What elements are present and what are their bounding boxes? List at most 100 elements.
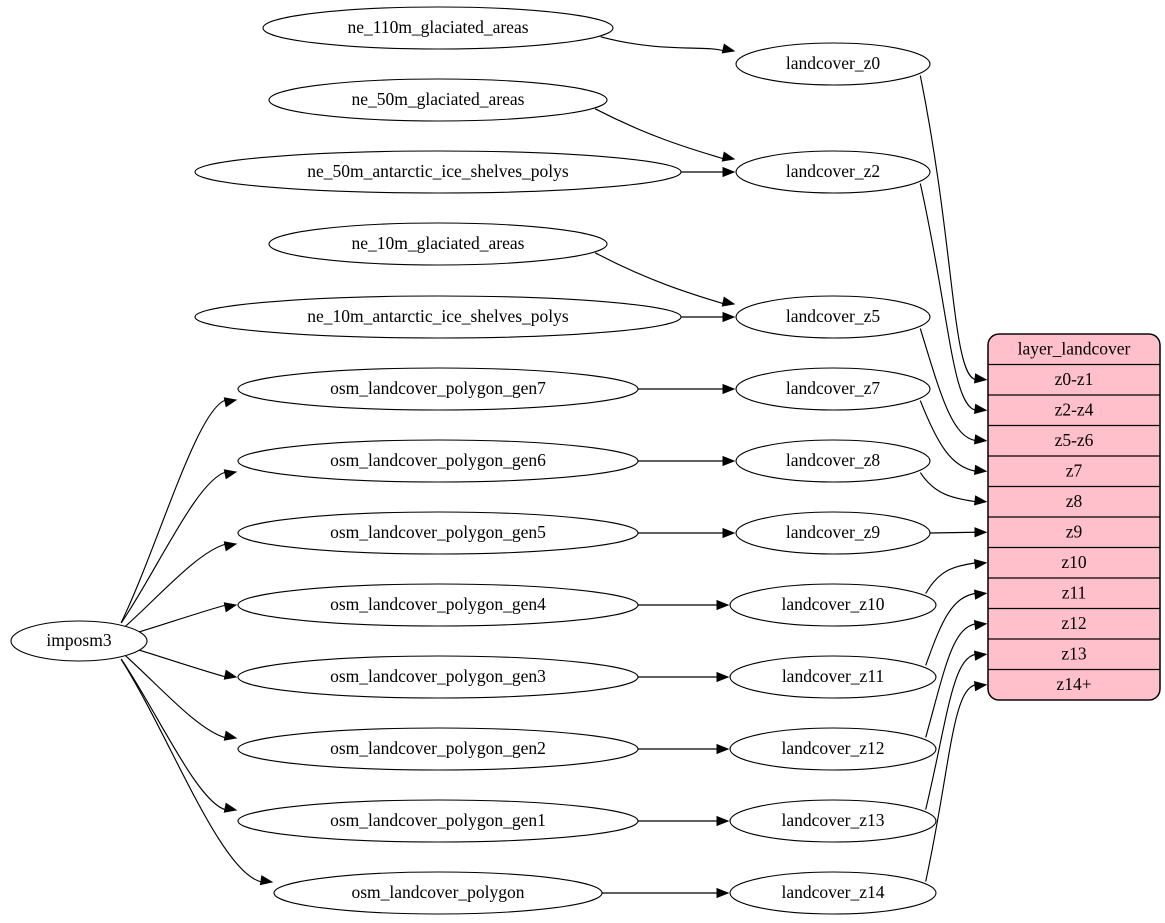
layer-table-row-label-z13[interactable]: z13 xyxy=(1061,643,1087,663)
arrowhead-osm_landcover_polygon_gen6 xyxy=(223,469,238,480)
edge-ne_10m_glaciated_areas-to-landcover_z5 xyxy=(594,252,725,305)
node-ellipse-osm_landcover_polygon_gen7 xyxy=(237,367,639,411)
node-label-landcover_z9: landcover_z9 xyxy=(786,522,881,542)
node-ellipse-landcover_z9 xyxy=(735,511,931,555)
edge-landcover_z8-to-row-4 xyxy=(919,472,977,503)
arrowhead-osm_landcover_polygon_gen2 xyxy=(223,730,238,741)
node-landcover_z8[interactable]: landcover_z8 xyxy=(735,439,931,483)
edge-imposm3-to-osm_landcover_polygon_gen1 xyxy=(120,658,227,811)
node-landcover_z12[interactable]: landcover_z12 xyxy=(729,727,937,771)
node-ellipse-ne_50m_glaciated_areas xyxy=(268,78,608,122)
arrowhead-osm_landcover_polygon-to-landcover_z14 xyxy=(716,887,730,899)
node-osm_landcover_polygon_gen1[interactable]: osm_landcover_polygon_gen1 xyxy=(237,799,639,843)
node-ellipse-ne_110m_glaciated_areas xyxy=(262,6,614,50)
node-landcover_z11[interactable]: landcover_z11 xyxy=(729,655,937,699)
node-ellipse-landcover_z7 xyxy=(735,367,931,411)
arrowhead-ne_10m_glaciated_areas-to-landcover_z5 xyxy=(721,296,736,307)
arrowhead-osm_landcover_polygon_gen1 xyxy=(223,802,238,813)
arrowhead-ne_50m_glaciated_areas-to-landcover_z2 xyxy=(721,151,736,162)
node-ne_50m_antarctic_ice_shelves_polys[interactable]: ne_50m_antarctic_ice_shelves_polys xyxy=(194,150,682,194)
node-ne_110m_glaciated_areas[interactable]: ne_110m_glaciated_areas xyxy=(262,6,614,50)
arrowhead-row-3 xyxy=(973,464,988,476)
layer-landcover-table[interactable]: layer_landcover z0-z1 z2-z4 z5-z6 z7 z8 z9 z10 z… xyxy=(987,333,1161,701)
node-landcover_z9[interactable]: landcover_z9 xyxy=(735,511,931,555)
edge-landcover_z13-to-row-9 xyxy=(925,653,977,810)
node-landcover_z5[interactable]: landcover_z5 xyxy=(735,295,931,339)
node-ellipse-landcover_z12 xyxy=(729,727,937,771)
layer-table-row-label-z11[interactable]: z11 xyxy=(1062,582,1087,602)
node-landcover_z10[interactable]: landcover_z10 xyxy=(729,583,937,627)
arrowhead-osm_landcover_polygon_gen5-to-landcover_z9 xyxy=(722,527,736,539)
node-ne_10m_glaciated_areas[interactable]: ne_10m_glaciated_areas xyxy=(268,222,608,266)
arrowhead-osm_landcover_polygon_gen7 xyxy=(223,397,238,408)
node-osm_landcover_polygon[interactable]: osm_landcover_polygon xyxy=(273,871,603,915)
arrowhead-row-0 xyxy=(973,373,988,384)
node-osm_landcover_polygon_gen5[interactable]: osm_landcover_polygon_gen5 xyxy=(237,511,639,555)
layer-table-row-label-z7[interactable]: z7 xyxy=(1066,460,1083,480)
node-ellipse-osm_landcover_polygon_gen4 xyxy=(237,583,639,627)
edge-ne_50m_glaciated_areas-to-landcover_z2 xyxy=(594,108,725,160)
arrowhead-osm_landcover_polygon_gen7-to-landcover_z7 xyxy=(722,383,736,395)
node-label-landcover_z2: landcover_z2 xyxy=(786,161,880,181)
edge-landcover_z10-to-row-6 xyxy=(925,562,977,594)
node-label-osm_landcover_polygon_gen6: osm_landcover_polygon_gen6 xyxy=(330,450,546,470)
node-landcover_z2[interactable]: landcover_z2 xyxy=(735,150,931,194)
node-landcover_z0[interactable]: landcover_z0 xyxy=(735,42,931,86)
node-landcover_z14[interactable]: landcover_z14 xyxy=(729,871,937,915)
node-ne_50m_glaciated_areas[interactable]: ne_50m_glaciated_areas xyxy=(268,78,608,122)
node-ellipse-osm_landcover_polygon_gen1 xyxy=(237,799,639,843)
layer-table-outline xyxy=(987,333,1161,701)
node-imposm3[interactable]: imposm3 xyxy=(10,620,148,662)
arrowhead-row-6 xyxy=(973,558,988,570)
layer-table-row-label-z12[interactable]: z12 xyxy=(1061,613,1086,633)
node-label-landcover_z5: landcover_z5 xyxy=(786,306,881,326)
node-ne_10m_antarctic_ice_shelves_polys[interactable]: ne_10m_antarctic_ice_shelves_polys xyxy=(194,295,682,339)
edge-landcover_z5-to-row-2 xyxy=(919,328,977,442)
node-ellipse-landcover_z11 xyxy=(729,655,937,699)
node-label-ne_50m_antarctic_ice_shelves_polys: ne_50m_antarctic_ice_shelves_polys xyxy=(307,161,569,181)
node-label-landcover_z12: landcover_z12 xyxy=(781,738,884,758)
node-label-landcover_z7: landcover_z7 xyxy=(786,378,881,398)
layer-table-row-label-z5-z6[interactable]: z5-z6 xyxy=(1055,430,1094,450)
node-osm_landcover_polygon_gen2[interactable]: osm_landcover_polygon_gen2 xyxy=(237,727,639,771)
node-label-osm_landcover_polygon_gen7: osm_landcover_polygon_gen7 xyxy=(330,378,546,398)
nodes-layer: imposm3 ne_110m_glaciated_areas ne_50m_gla… xyxy=(10,6,937,915)
node-label-osm_landcover_polygon_gen4: osm_landcover_polygon_gen4 xyxy=(330,594,546,614)
node-landcover_z7[interactable]: landcover_z7 xyxy=(735,367,931,411)
node-ellipse-landcover_z2 xyxy=(735,150,931,194)
node-osm_landcover_polygon_gen4[interactable]: osm_landcover_polygon_gen4 xyxy=(237,583,639,627)
node-ellipse-imposm3 xyxy=(10,620,148,662)
arrowhead-osm_landcover_polygon_gen2-to-landcover_z12 xyxy=(716,743,730,755)
layer-table-header-label: layer_landcover xyxy=(1018,338,1131,358)
layer-table-row-label-z10[interactable]: z10 xyxy=(1061,552,1087,572)
arrowhead-ne_50m_antarctic_ice_shelves_polys-to-landcover_z2 xyxy=(722,166,736,178)
arrowhead-row-2 xyxy=(973,434,988,445)
node-osm_landcover_polygon_gen3[interactable]: osm_landcover_polygon_gen3 xyxy=(237,655,639,699)
layer-table-row-label-z14+[interactable]: z14+ xyxy=(1056,674,1091,694)
arrowhead-osm_landcover_polygon_gen3-to-landcover_z11 xyxy=(716,671,730,683)
edge-imposm3-to-osm_landcover_polygon_gen5 xyxy=(120,543,227,631)
node-ellipse-osm_landcover_polygon_gen2 xyxy=(237,727,639,771)
layer-table-row-label-z2-z4[interactable]: z2-z4 xyxy=(1055,399,1094,419)
layer-table-row-label-z0-z1[interactable]: z0-z1 xyxy=(1055,369,1094,389)
edge-imposm3-to-osm_landcover_polygon_gen7 xyxy=(120,399,227,623)
edge-landcover_z0-to-row-0 xyxy=(919,75,977,381)
node-label-landcover_z8: landcover_z8 xyxy=(786,450,881,470)
arrowhead-osm_landcover_polygon xyxy=(259,875,274,886)
arrowhead-osm_landcover_polygon_gen4 xyxy=(223,602,238,613)
node-osm_landcover_polygon_gen6[interactable]: osm_landcover_polygon_gen6 xyxy=(237,439,639,483)
layer-table-row-label-z8[interactable]: z8 xyxy=(1066,491,1083,511)
edge-landcover_z7-to-row-3 xyxy=(919,400,977,472)
node-label-osm_landcover_polygon_gen5: osm_landcover_polygon_gen5 xyxy=(330,522,546,542)
node-label-osm_landcover_polygon_gen1: osm_landcover_polygon_gen1 xyxy=(330,810,546,830)
edge-ne_110m_glaciated_areas-to-landcover_z0 xyxy=(600,36,725,52)
node-landcover_z13[interactable]: landcover_z13 xyxy=(729,799,937,843)
edge-landcover_z12-to-row-8 xyxy=(925,623,977,738)
edge-landcover_z14-to-row-10 xyxy=(925,684,977,882)
arrowhead-osm_landcover_polygon_gen5 xyxy=(223,541,238,552)
node-osm_landcover_polygon_gen7[interactable]: osm_landcover_polygon_gen7 xyxy=(237,367,639,411)
layer-table-row-label-z9[interactable]: z9 xyxy=(1066,521,1083,541)
node-label-osm_landcover_polygon_gen3: osm_landcover_polygon_gen3 xyxy=(330,666,546,686)
